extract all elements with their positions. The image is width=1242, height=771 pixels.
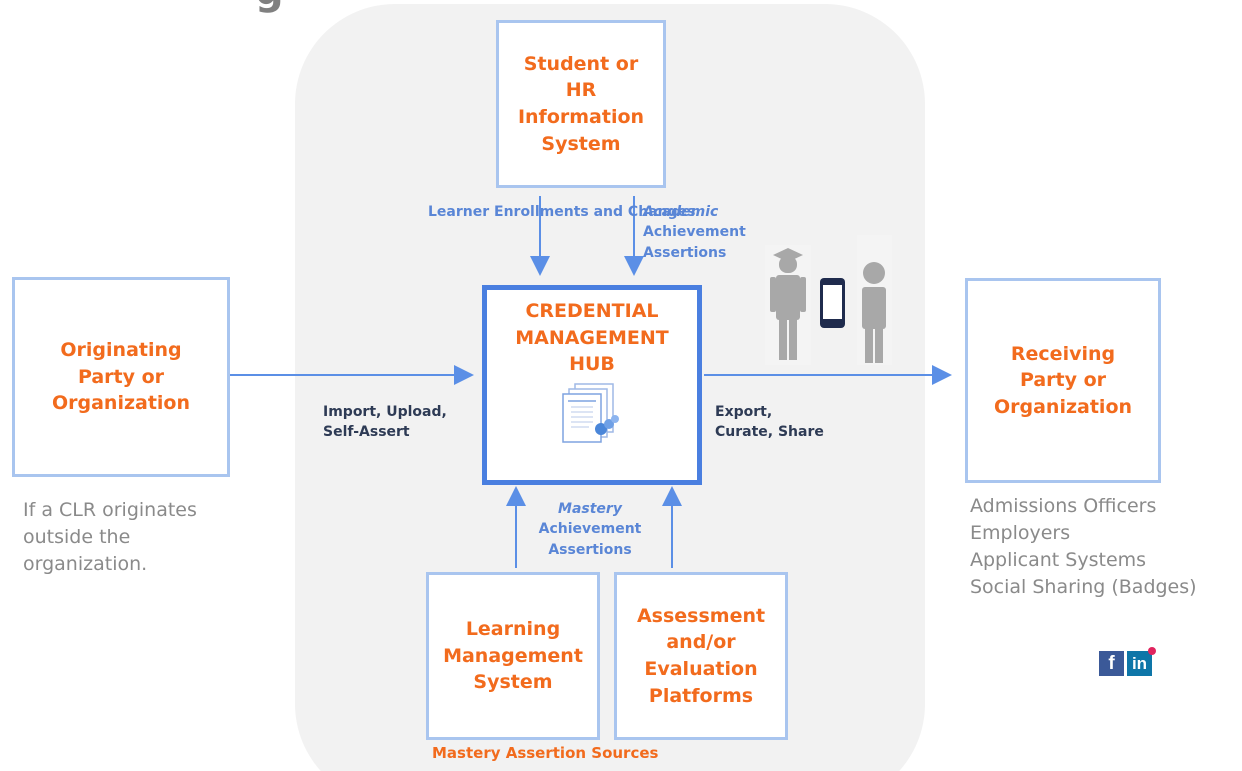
document-stack-icon <box>562 383 619 443</box>
credential-hub-box: CREDENTIAL MANAGEMENT HUB <box>482 285 702 485</box>
phone-icon <box>820 278 845 328</box>
student-hr-system-box: Student or HR Information System <box>496 20 666 188</box>
mastery-label-line2: Achievement Assertions <box>538 521 642 558</box>
facebook-icon[interactable]: f <box>1099 651 1124 676</box>
receiving-party-box: Receiving Party or Organization <box>965 278 1161 483</box>
receiver-item: Employers <box>970 522 1071 545</box>
people-phone-illustration <box>765 235 892 365</box>
social-icons: f in <box>1099 647 1156 676</box>
notification-dot <box>1148 647 1156 655</box>
student-hr-system-label: Student or HR Information System <box>517 52 645 155</box>
linkedin-icon[interactable]: in <box>1127 647 1156 676</box>
academic-label-line2: Achievement Assertions <box>643 224 746 261</box>
receiver-item: Social Sharing (Badges) <box>970 576 1197 599</box>
academic-label-line1: Academic <box>643 204 719 220</box>
receiver-item: Admissions Officers <box>970 495 1157 517</box>
originating-party-label: Originating Party or Organization <box>51 339 191 415</box>
receivers-list: Admissions Officers Employers Applicant … <box>970 493 1240 602</box>
graduate-icon <box>770 248 806 360</box>
assessment-box: Assessment and/or Evaluation Platforms <box>614 572 788 740</box>
lms-label: Learning Management System <box>443 618 583 694</box>
mastery-label-line1: Mastery <box>558 501 622 517</box>
assessment-label: Assessment and/or Evaluation Platforms <box>636 604 766 707</box>
import-label: Import, Upload, Self-Assert <box>323 404 447 441</box>
title-fragment: g <box>255 0 284 14</box>
academic-assertions-label: Academic Achievement Assertions <box>643 202 763 263</box>
person-icon <box>862 262 886 363</box>
receiving-party-label: Receiving Party or Organization <box>993 342 1133 418</box>
originating-party-box: Originating Party or Organization <box>12 277 230 477</box>
export-label: Export, Curate, Share <box>715 404 824 441</box>
lms-box: Learning Management System <box>426 572 600 740</box>
receiver-item: Applicant Systems <box>970 549 1147 572</box>
mastery-assertions-label: Mastery Achievement Assertions <box>521 499 659 560</box>
learner-enrollments-label: Learner Enrollments and Changes <box>428 204 696 220</box>
mastery-sources-label: Mastery Assertion Sources <box>432 744 659 762</box>
originating-note: If a CLR originates outside the organiza… <box>23 499 197 576</box>
credential-hub-label: CREDENTIAL MANAGEMENT HUB <box>515 300 669 376</box>
